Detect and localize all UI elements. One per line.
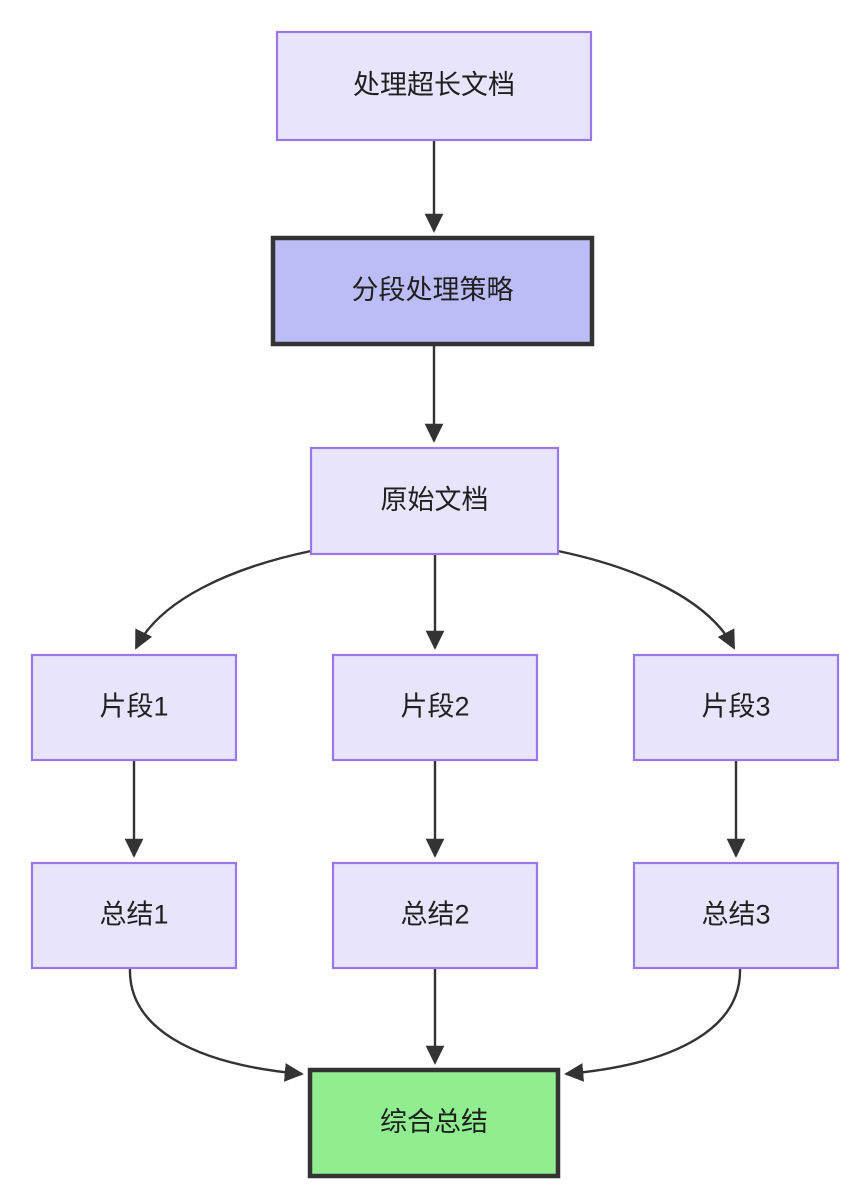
edge-n3-to-n6	[557, 549, 736, 650]
node-box-n5[interactable]	[331, 653, 539, 762]
node-n9[interactable]: 总结3	[632, 861, 840, 970]
node-n10[interactable]: 综合总结	[307, 1067, 561, 1179]
node-box-n2[interactable]	[270, 235, 595, 347]
node-n2[interactable]: 分段处理策略	[270, 235, 595, 347]
node-box-n6[interactable]	[632, 653, 840, 762]
node-n5[interactable]: 片段2	[331, 653, 539, 762]
node-n4[interactable]: 片段1	[30, 653, 238, 762]
edge-n7-to-n10	[128, 967, 304, 1082]
edge-n9-to-n10	[564, 967, 742, 1082]
node-box-n7[interactable]	[30, 861, 238, 970]
node-n6[interactable]: 片段3	[632, 653, 840, 762]
edges-layer	[124, 140, 746, 1082]
node-n8[interactable]: 总结2	[331, 861, 539, 970]
node-box-n9[interactable]	[632, 861, 840, 970]
edge-n3-to-n4	[134, 549, 312, 650]
node-n1[interactable]: 处理超长文档	[275, 30, 593, 142]
node-box-n3[interactable]	[309, 446, 560, 556]
node-box-n8[interactable]	[331, 861, 539, 970]
node-n7[interactable]: 总结1	[30, 861, 238, 970]
node-n3[interactable]: 原始文档	[309, 446, 560, 556]
node-box-n4[interactable]	[30, 653, 238, 762]
node-box-n10[interactable]	[307, 1067, 561, 1179]
node-box-n1[interactable]	[275, 30, 593, 142]
